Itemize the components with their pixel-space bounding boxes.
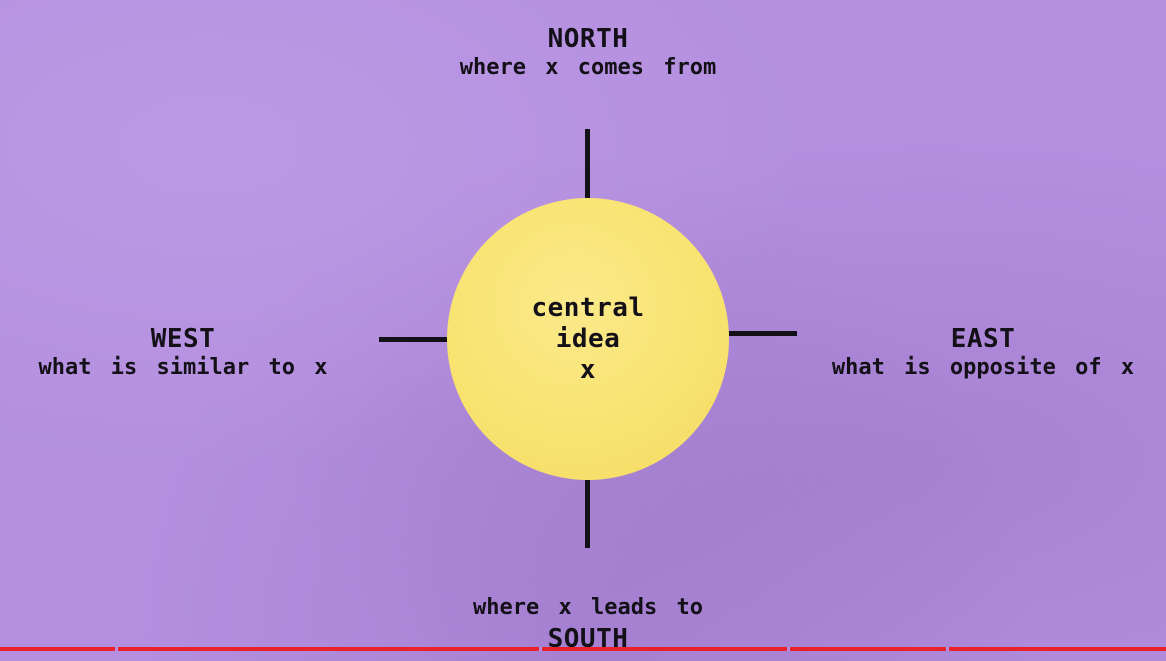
north-description: where x comes from (459, 55, 717, 80)
south-label: where x leads to SOUTH (388, 594, 788, 654)
north-label: NORTH where x comes from (388, 24, 788, 82)
west-description: what is similar to x (38, 355, 328, 380)
central-idea-line-1: central (531, 292, 645, 323)
north-spoke (585, 129, 590, 198)
central-idea-circle: central idea x (447, 198, 729, 480)
west-spoke (379, 337, 447, 342)
chapter-divider (787, 647, 790, 651)
east-description: what is opposite of x (831, 355, 1135, 380)
chapter-divider (115, 647, 118, 651)
east-title: EAST (950, 324, 1016, 354)
video-progress-bar[interactable] (0, 647, 1166, 651)
east-label: EAST what is opposite of x (803, 324, 1163, 382)
west-title: WEST (150, 324, 216, 354)
north-title: NORTH (547, 24, 629, 54)
central-idea-line-3: x (579, 354, 597, 385)
chapter-divider (539, 647, 542, 651)
south-description: where x leads to (473, 595, 703, 620)
south-spoke (585, 480, 590, 548)
central-idea-line-2: idea (555, 323, 621, 354)
east-spoke (729, 331, 797, 336)
west-label: WEST what is similar to x (23, 324, 343, 382)
chapter-divider (946, 647, 949, 651)
